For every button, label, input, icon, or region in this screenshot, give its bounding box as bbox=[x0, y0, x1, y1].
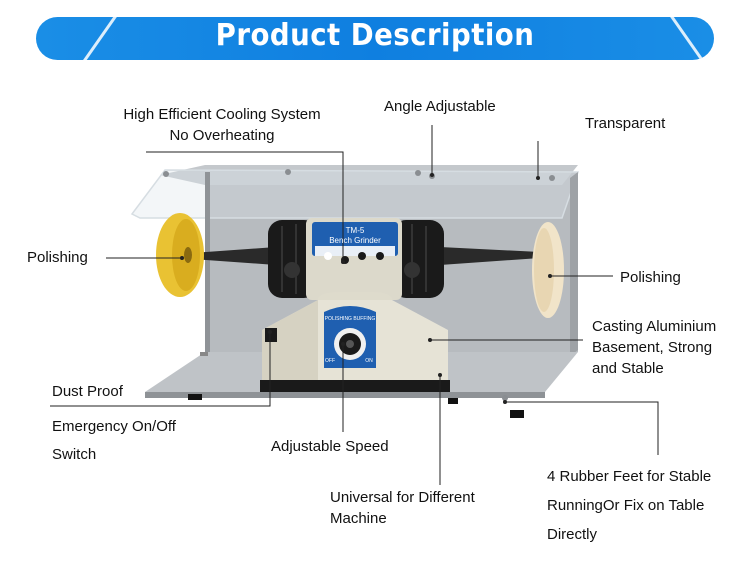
cooling-line-2: No Overheating bbox=[169, 127, 275, 144]
dial-ring-text: POLISHING BUFFING bbox=[325, 316, 376, 322]
dial-off-text: OFF bbox=[325, 358, 335, 364]
dial-on-text: ON bbox=[365, 358, 373, 364]
casting-line-1: Casting Aluminium bbox=[592, 318, 717, 335]
title-banner: Product Description bbox=[36, 17, 714, 60]
right-spindle bbox=[440, 247, 540, 265]
emergency-switch bbox=[265, 328, 277, 342]
feet-line-2: RunningOr Fix on Table bbox=[547, 497, 705, 514]
universal-machine-label: Universal for Different Machine bbox=[330, 487, 475, 529]
cooling-system-label: High Efficient Cooling System No Overhea… bbox=[109, 104, 335, 146]
emergency-line-1: Emergency On/Off bbox=[52, 418, 176, 435]
universal-line-2: Machine bbox=[330, 510, 387, 527]
polishing-right-label: Polishing bbox=[620, 269, 681, 286]
banner-title: Product Description bbox=[215, 18, 535, 53]
rubber-foot bbox=[510, 410, 524, 418]
rubber-feet-label: 4 Rubber Feet for Stable RunningOr Fix o… bbox=[547, 462, 711, 549]
rubber-foot bbox=[188, 394, 202, 400]
rubber-foot bbox=[200, 352, 208, 356]
casting-line-2: Basement, Strong bbox=[592, 339, 713, 356]
dust-proof-label: Dust Proof bbox=[52, 383, 123, 400]
cooling-line-1: High Efficient Cooling System bbox=[123, 106, 321, 123]
badge-model: TM-5 bbox=[346, 226, 365, 235]
badge-name: Bench Grinder bbox=[329, 236, 381, 245]
adjustable-speed-label: Adjustable Speed bbox=[271, 438, 389, 455]
polishing-left-label: Polishing bbox=[27, 249, 88, 266]
universal-line-1: Universal for Different bbox=[330, 489, 475, 506]
left-spindle bbox=[192, 247, 276, 265]
casting-line-3: and Stable bbox=[592, 360, 664, 377]
motor-left-cap bbox=[268, 220, 318, 298]
emergency-switch-label: Emergency On/Off Switch bbox=[52, 413, 176, 469]
angle-adjustable-label: Angle Adjustable bbox=[384, 98, 496, 115]
casting-base-label: Casting Aluminium Basement, Strong and S… bbox=[592, 316, 716, 379]
motor-right-cap bbox=[392, 220, 444, 298]
transparent-shield bbox=[130, 169, 580, 219]
emergency-line-2: Switch bbox=[52, 446, 97, 463]
feet-line-1: 4 Rubber Feet for Stable bbox=[547, 468, 712, 485]
feet-line-3: Directly bbox=[547, 526, 598, 543]
rubber-foot bbox=[448, 398, 458, 404]
transparent-label: Transparent bbox=[585, 115, 666, 132]
